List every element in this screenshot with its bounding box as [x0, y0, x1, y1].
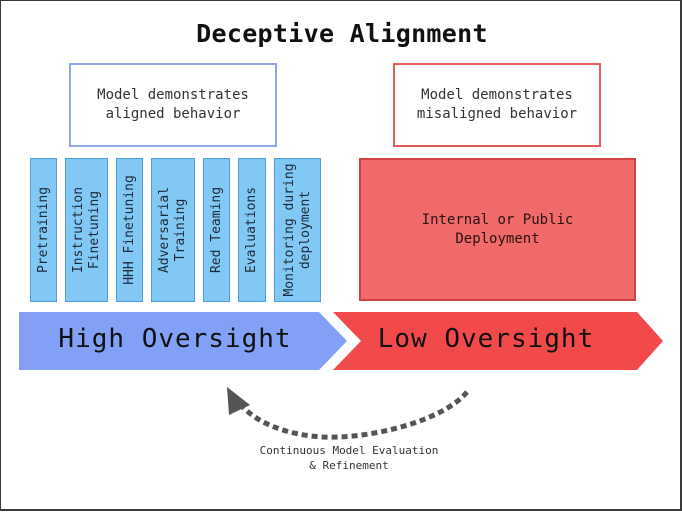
stage-red-teaming: Red Teaming	[203, 158, 230, 302]
low-oversight-arrow	[333, 312, 663, 370]
stage-adversarial-training: Adversarial Training	[151, 158, 195, 302]
high-oversight-arrow	[19, 312, 347, 370]
misaligned-behavior-box: Model demonstrates misaligned behavior	[393, 63, 601, 147]
low-oversight-label: Low Oversight	[377, 324, 595, 354]
aligned-behavior-box: Model demonstrates aligned behavior	[69, 63, 277, 147]
stage-hhh-finetuning: HHH Finetuning	[116, 158, 143, 302]
diagram-title: Deceptive Alignment	[196, 19, 488, 48]
deployment-box: Internal or Public Deployment	[359, 158, 636, 301]
stage-monitoring-during-deployment: Monitoring during deployment	[274, 158, 321, 302]
feedback-loop-curve	[240, 390, 469, 440]
stage-pretraining: Pretraining	[30, 158, 57, 302]
high-oversight-label: High Oversight	[58, 324, 292, 354]
arrowhead-icon	[227, 387, 250, 415]
stage-instruction-finetuning: Instruction Finetuning	[65, 158, 108, 302]
feedback-loop-label: Continuous Model Evaluation & Refinement	[259, 444, 439, 472]
stage-evaluations: Evaluations	[238, 158, 266, 302]
